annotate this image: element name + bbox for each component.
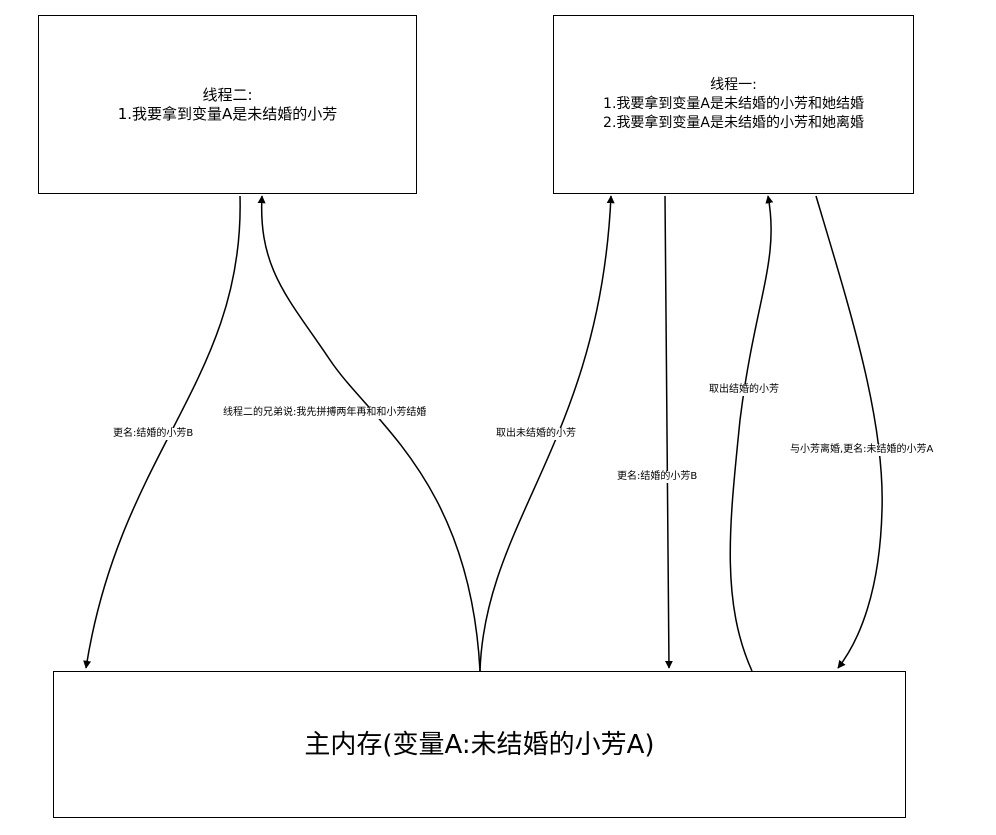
- edge-label-take-unmarried: 取出未结婚的小芳: [495, 428, 577, 440]
- thread1-line-2: 2.我要拿到变量A是未结婚的小芳和她离婚: [603, 115, 864, 131]
- main-memory-title: 主内存(变量A:未结婚的小芳A): [304, 729, 655, 760]
- thread2-line-1: 1.我要拿到变量A是未结婚的小芳: [117, 104, 338, 123]
- edge-main-memory-to-thread1-married: [729, 195, 774, 672]
- edge-label-brother-says: 线程二的兄弟说:我先拼搏两年再和和小芳结婚: [222, 407, 428, 419]
- edge-main-memory-to-thread1-unmarried: [479, 195, 615, 672]
- thread2-node: 线程二: 1.我要拿到变量A是未结婚的小芳: [38, 15, 417, 194]
- thread1-node: 线程一: 1.我要拿到变量A是未结婚的小芳和她结婚 2.我要拿到变量A是未结婚的…: [553, 15, 914, 194]
- edge-label-take-married: 取出结婚的小芳: [708, 384, 780, 396]
- edge-thread1-to-main-memory-divorce: [815, 195, 883, 669]
- thread1-line-1: 1.我要拿到变量A是未结婚的小芳和她结婚: [603, 96, 864, 112]
- edge-label-thread2-rename: 更名:结婚的小芳B: [112, 428, 195, 440]
- main-memory-node: 主内存(变量A:未结婚的小芳A): [53, 671, 906, 818]
- edge-main-memory-to-thread2: [257, 195, 481, 672]
- edge-label-divorce-rename: 与小芳离婚,更名:未结婚的小芳A: [789, 444, 935, 456]
- thread2-title: 线程二:: [202, 85, 253, 104]
- thread1-title: 线程一:: [710, 77, 757, 93]
- edge-thread1-to-main-memory-married: [664, 195, 673, 669]
- edge-label-thread1-rename: 更名:结婚的小芳B: [616, 471, 699, 483]
- edge-thread2-to-main-memory: [83, 195, 241, 669]
